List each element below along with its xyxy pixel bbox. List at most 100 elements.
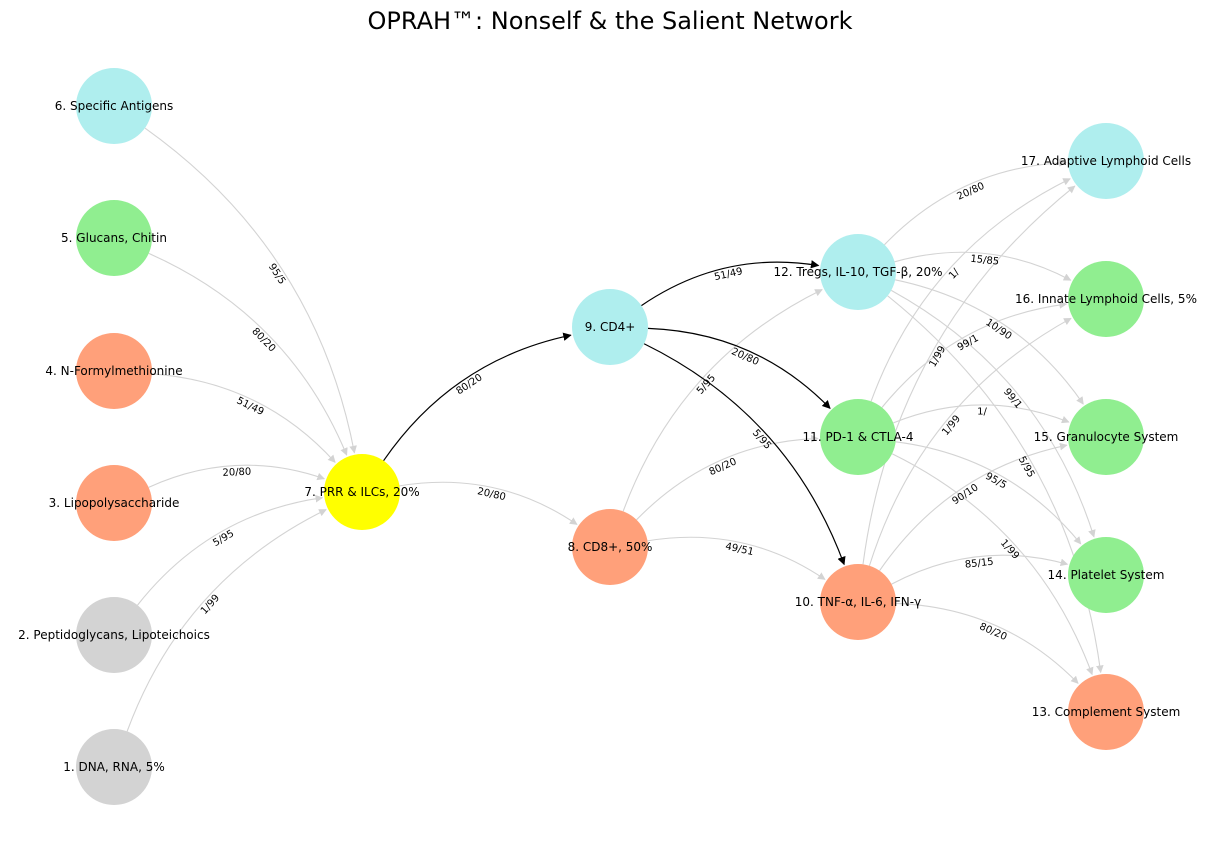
edge-2-7	[137, 494, 324, 606]
edge-10-13	[895, 602, 1079, 684]
node-7-circle	[324, 454, 400, 530]
node-16-circle	[1068, 261, 1144, 337]
edge-9-12	[641, 260, 820, 307]
node-14-circle	[1068, 537, 1144, 613]
edge-12-16	[894, 251, 1072, 281]
node-3-label: 3. Lipopolysaccharide	[49, 496, 180, 510]
node-15: 15. Granulocyte System	[1034, 399, 1179, 475]
edge-label-1-7: 1/99	[199, 593, 222, 617]
node-3-circle	[76, 465, 152, 541]
node-6: 6. Specific Antigens	[55, 68, 174, 144]
node-9-label: 9. CD4+	[585, 320, 636, 334]
edge-9-10	[643, 343, 846, 566]
edge-8-11	[636, 434, 819, 521]
node-13: 13. Complement System	[1032, 674, 1181, 750]
node-16: 16. Innate Lymphoid Cells, 5%	[1015, 261, 1197, 337]
node-2: 2. Peptidoglycans, Lipoteichoics	[18, 597, 210, 673]
node-1-label: 1. DNA, RNA, 5%	[63, 760, 165, 774]
node-8-label: 8. CD8+, 50%	[568, 540, 653, 554]
node-9: 9. CD4+	[572, 289, 648, 365]
edge-label-6-7: 95/5	[266, 262, 287, 287]
edge-8-12	[622, 289, 823, 512]
node-1-circle	[76, 729, 152, 805]
node-13-label: 13. Complement System	[1032, 705, 1181, 719]
node-14: 14. Platelet System	[1048, 537, 1165, 613]
node-12-label: 12. Tregs, IL-10, TGF-β, 20%	[773, 265, 942, 279]
node-10-label: 10. TNF-α, IL-6, IFN-γ	[795, 595, 921, 609]
edge-label-10-14: 85/15	[964, 557, 994, 571]
edge-11-14	[895, 441, 1082, 545]
node-5-circle	[76, 200, 152, 276]
edge-12-15	[895, 279, 1084, 405]
edge-11-17	[870, 178, 1071, 402]
node-4: 4. N-Formylmethionine	[45, 333, 183, 409]
edge-7-9	[383, 332, 572, 462]
edge-label-12-13: 5/95	[1016, 455, 1037, 480]
node-14-label: 14. Platelet System	[1048, 568, 1165, 582]
node-17-circle	[1068, 123, 1144, 199]
node-5-label: 5. Glucans, Chitin	[61, 231, 167, 245]
node-15-label: 15. Granulocyte System	[1034, 430, 1179, 444]
node-15-circle	[1068, 399, 1144, 475]
edge-label-8-10: 49/51	[724, 541, 755, 558]
node-11-label: 11. PD-1 & CTLA-4	[803, 430, 914, 444]
node-16-label: 16. Innate Lymphoid Cells, 5%	[1015, 292, 1197, 306]
edge-12-13	[887, 295, 1104, 674]
edge-label-3-7: 20/80	[222, 467, 251, 479]
node-2-circle	[76, 597, 152, 673]
edge-label-12-14: 99/1	[1001, 387, 1024, 411]
edge-label-7-8: 20/80	[476, 486, 507, 503]
edge-6-7	[144, 127, 357, 454]
edge-8-10	[647, 536, 826, 580]
edges-layer	[126, 127, 1104, 732]
node-10-circle	[820, 564, 896, 640]
edge-7-8	[399, 481, 578, 525]
node-8: 8. CD8+, 50%	[568, 509, 653, 585]
node-6-circle	[76, 68, 152, 144]
edge-label-11-13: 1/99	[998, 538, 1021, 562]
edge-12-17	[884, 159, 1067, 246]
edge-label-2-7: 5/95	[211, 528, 236, 549]
node-12: 12. Tregs, IL-10, TGF-β, 20%	[773, 234, 943, 310]
node-3: 3. Lipopolysaccharide	[49, 465, 180, 541]
node-12-circle	[820, 234, 896, 310]
edge-label-10-16: 1/99	[940, 414, 963, 438]
edge-11-15	[893, 404, 1070, 424]
edge-10-14	[891, 554, 1069, 585]
node-7-label: 7. PRR & ILCs, 20%	[304, 485, 419, 499]
edge-12-14	[891, 289, 1096, 538]
node-4-label: 4. N-Formylmethionine	[45, 364, 182, 378]
node-9-circle	[572, 289, 648, 365]
edge-5-7	[148, 252, 348, 456]
node-17-label: 17. Adaptive Lymphoid Cells	[1021, 154, 1191, 168]
node-7: 7. PRR & ILCs, 20%	[304, 454, 420, 530]
diagram-title: OPRAH™: Nonself & the Salient Network	[368, 7, 853, 35]
node-13-circle	[1068, 674, 1144, 750]
edge-1-7	[126, 509, 327, 732]
node-1: 1. DNA, RNA, 5%	[63, 729, 165, 805]
edge-11-16	[881, 301, 1068, 408]
node-8-circle	[572, 509, 648, 585]
edge-10-16	[868, 317, 1072, 566]
edge-label-9-12: 51/49	[713, 266, 744, 283]
edge-label-11-14: 95/5	[983, 471, 1008, 492]
node-10: 10. TNF-α, IL-6, IFN-γ	[795, 564, 921, 640]
edge-label-8-12: 5/95	[695, 373, 718, 397]
edge-3-7	[148, 464, 325, 488]
node-5: 5. Glucans, Chitin	[61, 200, 167, 276]
nodes-layer: 1. DNA, RNA, 5% 2. Peptidoglycans, Lipote…	[18, 68, 1197, 805]
edge-11-13	[891, 453, 1094, 676]
edge-label-10-17: 1/99	[928, 344, 949, 369]
edge-10-17	[862, 185, 1076, 565]
node-6-label: 6. Specific Antigens	[55, 99, 174, 113]
node-2-label: 2. Peptidoglycans, Lipoteichoics	[18, 628, 210, 642]
node-17: 17. Adaptive Lymphoid Cells	[1021, 123, 1191, 199]
edge-9-11	[647, 327, 831, 409]
edge-label-12-16: 15/85	[970, 254, 1000, 268]
edge-10-15	[879, 442, 1068, 572]
node-11-circle	[820, 399, 896, 475]
node-11: 11. PD-1 & CTLA-4	[803, 399, 914, 475]
edge-label-11-15: 1/	[977, 407, 987, 418]
node-4-circle	[76, 333, 152, 409]
